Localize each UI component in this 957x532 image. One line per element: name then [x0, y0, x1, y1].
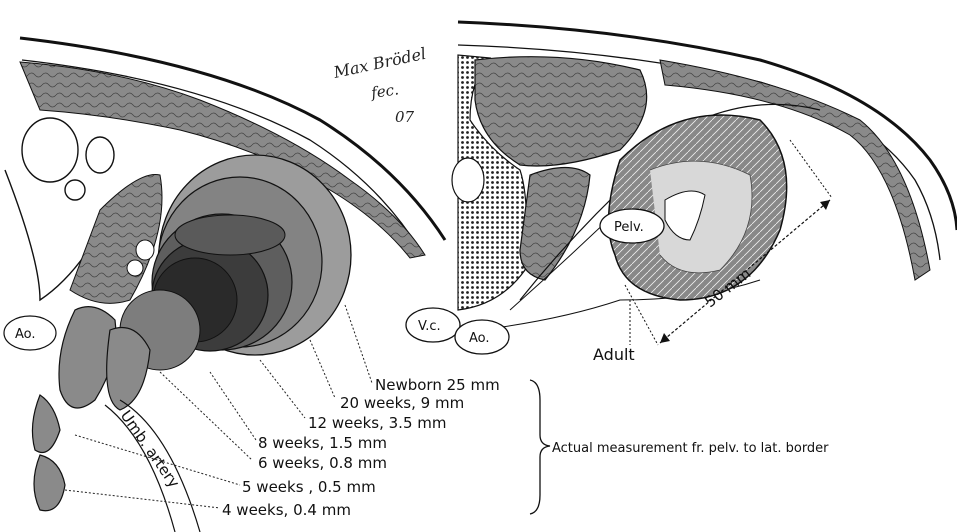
- signature-line-1: Max Brödel: [331, 44, 428, 82]
- stage-label-8-weeks: 8 weeks, 1.5 mm: [258, 434, 387, 452]
- right-aorta-label: Ao.: [469, 331, 490, 346]
- measurement-brace: [530, 380, 550, 514]
- stage-label-12-weeks: 12 weeks, 3.5 mm: [308, 414, 447, 432]
- signature-line-3: 07: [395, 108, 415, 126]
- right-erector-muscle: [475, 57, 647, 166]
- stage-label-6-weeks: 6 weeks, 0.8 mm: [258, 454, 387, 472]
- pelvis-label: Pelv.: [614, 220, 644, 235]
- stage-label-20-weeks: 20 weeks, 9 mm: [340, 394, 464, 412]
- vena-cava-label: V.c.: [418, 319, 441, 334]
- stage-label-5-weeks: 5 weeks , 0.5 mm: [242, 478, 376, 496]
- umb-artery-label: Umb. artery: [117, 407, 184, 491]
- kidney-4-weeks: [175, 215, 285, 255]
- left-aorta-label: Ao.: [15, 327, 36, 342]
- stage-labels: Newborn 25 mm 20 weeks, 9 mm 12 weeks, 3…: [222, 376, 500, 519]
- measurement-caption: Actual measurement fr. pelv. to lat. bor…: [552, 441, 829, 456]
- signature-line-2: fec.: [369, 80, 400, 102]
- right-psoas: [520, 168, 590, 281]
- adult-label: Adult: [593, 345, 635, 364]
- stage-label-newborn: Newborn 25 mm: [375, 376, 500, 394]
- artist-signature: Max Brödel fec. 07: [331, 44, 428, 126]
- stage-label-4-weeks: 4 weeks, 0.4 mm: [222, 501, 351, 519]
